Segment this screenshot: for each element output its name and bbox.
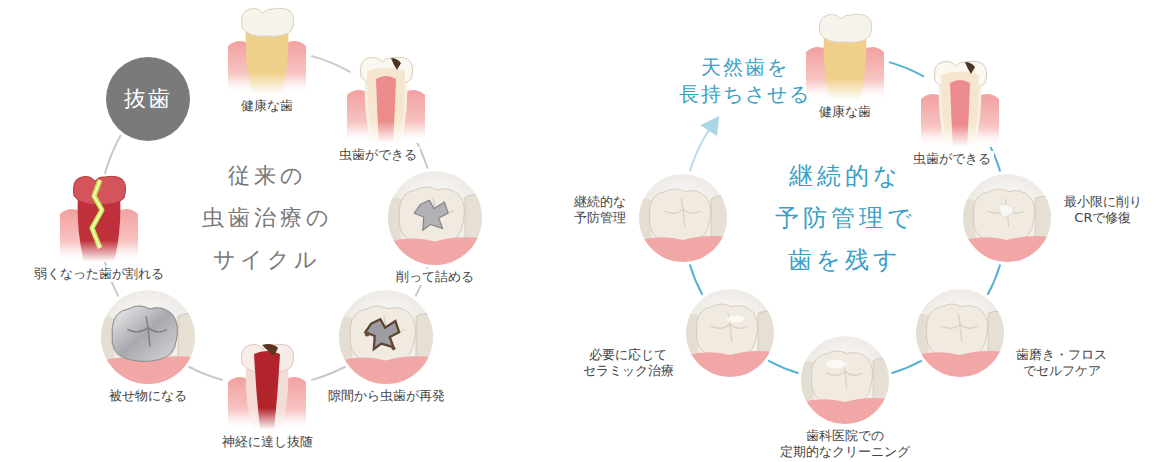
stage-label: 健康な歯	[816, 104, 874, 120]
tooth-stage: 必要に応じて セラミック治療	[686, 289, 774, 377]
tooth-stage: 神経に達し抜随	[228, 342, 306, 430]
goal-text: 天然歯を 長持ちさせる	[676, 54, 814, 108]
disc-label: 抜歯	[124, 84, 172, 114]
stage-label: 削って詰める	[393, 269, 477, 285]
arc-line	[188, 366, 222, 380]
tooth-stage: 健康な歯	[806, 12, 884, 100]
tooth-stage: 弱くなった歯が割れる	[60, 174, 138, 262]
arc-line	[889, 62, 924, 76]
cavity-tooth-art	[347, 57, 425, 143]
cycle-connector	[690, 116, 719, 171]
stage-label: 歯科医院での 定期的なクリーニング	[774, 428, 917, 460]
stage-label: 継続的な 予防管理	[567, 194, 633, 226]
arc-line	[311, 366, 345, 380]
filling-photo	[386, 171, 486, 267]
stage-label: 健康な歯	[238, 98, 296, 114]
arc-line	[768, 361, 798, 374]
arc-line	[105, 135, 121, 174]
cavity-tooth-art	[921, 61, 999, 147]
cycle-connector	[311, 56, 350, 72]
stage-label: 虫歯ができる	[336, 147, 420, 163]
cycle-connector	[690, 265, 703, 295]
management-photo	[637, 174, 730, 264]
tooth-stage: 歯科医院での 定期的なクリーニング	[801, 336, 889, 424]
ceramic-photo	[684, 289, 777, 379]
tooth-stage: 削って詰める	[388, 171, 482, 265]
healthy-tooth-art	[806, 14, 884, 100]
stage-label: 隙間から虫歯が再発	[325, 388, 448, 404]
tooth-stage: 継続的な 予防管理	[639, 174, 727, 262]
cycle-connector	[311, 366, 345, 380]
stage-label: 弱くなった歯が割れる	[31, 266, 167, 282]
cycle-caption: 従来の 虫歯治療の サイクル	[199, 155, 335, 281]
stage-label: 神経に達し抜随	[219, 434, 316, 450]
recurrence-photo	[337, 290, 437, 386]
tooth-stage: 歯磨き・フロス でセルフケア	[916, 289, 1004, 377]
arc-line	[690, 131, 709, 172]
cleaning-photo	[799, 336, 892, 426]
cycle-connector	[988, 265, 1001, 295]
cycle-connector	[892, 361, 922, 374]
tooth-stage: 最小限に削り CRで修復	[963, 174, 1051, 262]
goal-text-node: 天然歯を 長持ちさせる	[676, 54, 814, 108]
arc-line	[690, 265, 703, 295]
cycle-caption: 継続的な 予防管理で 歯を残す	[772, 155, 918, 281]
crown-photo	[99, 290, 199, 386]
cracked-tooth-art	[60, 176, 138, 262]
tooth-stage: 被せ物になる	[101, 290, 195, 384]
healthy-tooth-art	[228, 8, 306, 94]
stage-label: 虫歯ができる	[910, 151, 994, 167]
tooth-stage: 虫歯ができる	[347, 55, 425, 143]
cycle-connector	[768, 361, 798, 374]
cycle-connector	[105, 135, 121, 174]
nerve-tooth-art	[228, 344, 306, 430]
arc-line	[892, 361, 922, 374]
tooth-stage: 健康な歯	[228, 6, 306, 94]
resin-photo	[961, 174, 1054, 264]
arc-line	[311, 56, 350, 72]
arrow-head	[700, 116, 719, 136]
tooth-stage: 虫歯ができる	[921, 59, 999, 147]
cycle-connector	[889, 62, 924, 76]
stage-label: 必要に応じて セラミック治療	[577, 347, 681, 379]
cycle-connector	[188, 366, 222, 380]
stage-label: 被せ物になる	[106, 388, 190, 404]
selfcare-photo	[914, 289, 1007, 379]
extraction-disc: 抜歯	[106, 57, 190, 141]
tooth-stage: 隙間から虫歯が再発	[339, 290, 433, 384]
disc-fill	[106, 57, 190, 141]
stage-label: 歯磨き・フロス でセルフケア	[1010, 347, 1114, 379]
stage-label: 最小限に削り CRで修復	[1057, 194, 1149, 226]
arc-line	[988, 265, 1001, 295]
